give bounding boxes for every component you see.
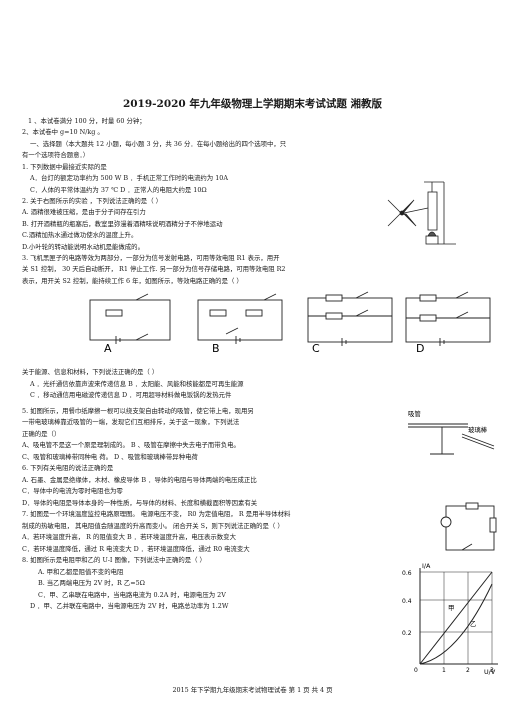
y-tick: 0.4 [402,598,412,605]
x-tick: 2 [466,667,470,674]
question-8-option-c: C．甲、乙串联在电路中，当电路电流为 0.2A 时，电源电压为 2V [38,591,226,599]
question-6-option-c: C．导体中的电流为零时电阻也为零 [22,487,123,495]
x-tick: 0 [414,667,418,674]
circuit-label-c: C [312,342,320,354]
y-tick: 0.2 [402,630,412,637]
page-footer: 2015 年下学期九年级期末考试物理试卷 第 1 页 共 4 页 [172,686,333,694]
page-title: 2019-2020 年九年级物理上学期期末考试试题 湘教版 [122,98,383,110]
x-tick: 1 [442,667,446,674]
graph-xlabel: U/V [484,668,496,676]
q3-circuit-diagrams: A B C D [89,291,491,354]
question-7-options-cd: C．若环境温度降低，通过 R 电流变大 D ．若环境温度降低，通过 R0 电流变… [22,545,250,553]
question-1: 1. 下列数据中最接近实际的是 [22,163,107,171]
question-2-option-a: A. 酒精很难被压缩，是由于分子间存在引力 [22,208,146,216]
q8-ui-graph: I/A U/V 甲 乙 0.6 0.4 0.2 0 1 2 3 [402,562,498,676]
question-2-option-c: C.酒精加热水通过做功使水的温度上升。 [22,231,138,239]
question-7: 7. 如图是一个环境温度监控电路原理图。 电源电压不变， R0 为定值电阻， R… [22,510,291,518]
text-line: 有一个选项符合题意．） [22,151,90,159]
question-5-cont: 一带电玻璃棒靠近吸管的一端，发现它们互相排斥，关于这一现象，下列说法 [22,418,240,426]
x-tick: 3 [490,667,494,674]
q7-circuit-figure [440,502,497,551]
question-5-options-ab: A、吸电管不是这一个原是理制成的。 B 、吸管在摩擦中失去电子而带负电。 [22,441,240,449]
question-8-option-b: B. 当乙两端电压为 2V 时，R 乙=5Ω [38,579,145,587]
question-6: 6. 下列有关电阻的说法正确的是 [22,464,114,472]
q2-apparatus-figure [387,181,456,245]
question-8-option-d: D ．甲、乙并联在电路中，当电源电压为 2V 时，电路总功率为 1.2W [30,602,229,610]
circuit-label-b: B [212,342,220,354]
question-4-options-cd: C ．移动通信用电磁波传递信息 D ．可用超导材料做电饭锅的发热元件 [30,391,232,399]
graph-ylabel: I/A [422,562,431,570]
question-2: 2. 关于右图所示的实验 ，下列说法正确的是（ ） [22,197,163,205]
graph-series-yi: 乙 [470,620,476,628]
question-1-options-cd: C．人体的平常体温约为 37 ℃ D ．正常人的电阻大约是 10Ω [30,186,207,194]
question-5-options-cd: C、吸管和玻璃棒带同种电 荷。 D 、吸管和玻璃棒带异种电荷 [22,453,198,461]
question-6-options-ab: A. 石墨、金属是绝缘体，木材、橡皮导体 B ．导体的电阻与导体两端的电压成正比 [22,476,257,484]
question-1-options-ab: A．台灯的额定功率约为 500 W B ．手机正常工作时的电流约为 10A [30,174,228,182]
question-4-options-ab: A ．光纤通信依靠声波来传递信息 B ．太阳能、风能和核能都是可再生能源 [30,380,244,388]
q5-straw-figure: 吸管 玻璃棒 [408,409,495,455]
graph-series-jia: 甲 [448,604,454,612]
question-5: 5. 如图所示，用餐巾纸摩擦一根可以绕支架自由转动的吸管，使它带上电，现用另 [22,407,254,415]
question-8: 8. 如图所示是电阻甲和乙的 U-I 图像，下列说法中正确的是（ ） [22,556,206,564]
question-3: 3. 飞机黑匣子的电路等效为两部分，一部分为信号发射电路，可用等效电阻 R1 表… [22,254,280,262]
question-3-cont: 表示，用开关 S2 控制，能持续工作 6 年，如图所示，等效电路正确的是（ ） [22,277,243,285]
text-line: 1 、本试卷满分 100 分，时量 60 分钟； [28,117,146,125]
question-7-cont: 制成的热敏电阻， 其电阻值会随温度的升高而变小。 闭合开关 S，则下列说法正确的… [22,522,284,530]
question-2-option-d: D.小叶轮的转动能说明水动机是能做成的。 [22,243,144,251]
question-4: 关于能源、信息和材料，下列说法正确的是（ ） [22,368,159,376]
question-7-options-ab: A．若环境温度升高， R 的阻值变大 B ．若环境温度升高，电压表示数变大 [22,533,236,541]
text-line: 一、选择题（本大题共 12 小题，每小题 3 分，共 36 分．在每小题给出的四… [30,140,287,148]
text-line: 2、本试卷中 g=10 N/kg 。 [22,128,104,136]
question-3-cont: 关 S1 控制， 30 天后自动断开， R1 停止工作. 另一部分为信号存储电路… [22,265,286,273]
circuit-label-a: A [104,342,112,354]
circuit-label-d: D [416,342,424,354]
question-2-option-b: B. 打开酒精瓶的瓶塞后，教室里弥漫着酒精味说明酒精分子不停地运动 [22,220,223,228]
question-8-option-a: A. 甲和乙都是阻值不变的电阻 [38,568,124,576]
question-6-option-d: D．导体的电阻是导体本身的一种性质，与导体的材料、长度和横截面积等因素有关 [22,499,258,507]
label-glass-rod: 玻璃棒 [468,425,488,434]
label-straw: 吸管 [408,409,421,418]
y-tick: 0.6 [402,570,412,577]
question-5-cont: 正确的是（） [22,430,61,438]
